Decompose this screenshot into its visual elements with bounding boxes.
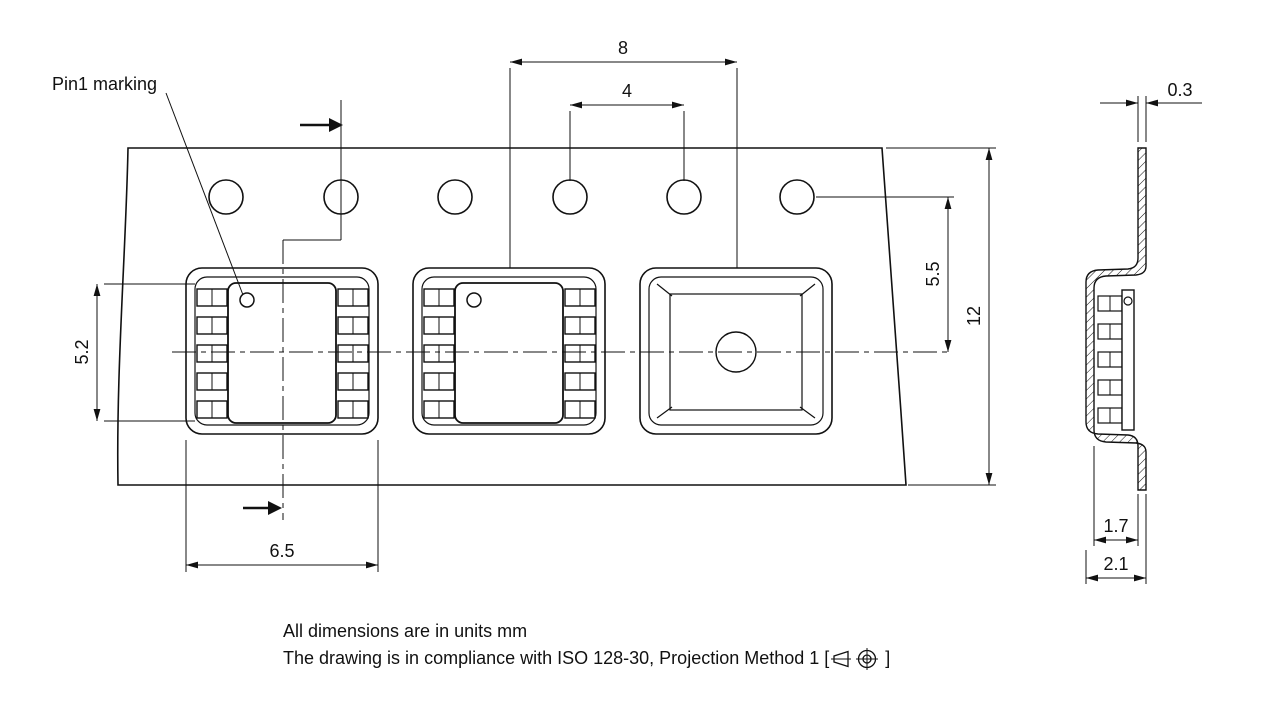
compliance-note-text: The drawing is in compliance with ISO 12…	[283, 648, 830, 668]
dim-component-length: 5.2	[72, 283, 195, 422]
tape-side-section-view: 0.3 1.7 2.1	[1085, 80, 1202, 584]
dim-pocket-pitch-label: 8	[618, 38, 628, 58]
dim-sprocket-pitch: 4	[569, 81, 685, 181]
sprocket-hole	[552, 179, 588, 215]
pocket-2	[412, 267, 606, 435]
dim-pocket-width: 6.5	[185, 440, 379, 572]
component-body	[227, 282, 337, 424]
dim-tape-thickness: 0.3	[1100, 80, 1202, 142]
pin1-label: Pin1 marking	[52, 74, 157, 94]
dim-hole-to-center-label: 5.5	[923, 261, 943, 286]
compliance-note: The drawing is in compliance with ISO 12…	[283, 645, 890, 672]
dim-pocket-depth-outer-label: 2.1	[1103, 554, 1128, 574]
pin1-marking-dot-section	[1123, 296, 1133, 306]
dim-pocket-pitch: 8	[509, 38, 738, 268]
pin1-leader-line	[165, 92, 244, 296]
pocket-1	[185, 267, 379, 435]
sprocket-holes	[208, 179, 815, 215]
dim-sprocket-pitch-label: 4	[622, 81, 632, 101]
sprocket-hole	[666, 179, 702, 215]
projection-method-icon	[831, 647, 879, 670]
dim-pocket-depth-outer: 2.1	[1085, 494, 1147, 584]
component-2	[423, 282, 596, 424]
dim-pocket-depth-inner-label: 1.7	[1103, 516, 1128, 536]
section-arrow-top	[300, 118, 343, 132]
dim-component-length-label: 5.2	[72, 339, 92, 364]
section-arrow-bottom	[243, 501, 282, 515]
compliance-note-bracket: ]	[885, 648, 891, 668]
dim-tape-width-label: 12	[964, 306, 984, 326]
dim-tape-width: 12	[886, 147, 996, 486]
drawing-notes: All dimensions are in units mm The drawi…	[283, 618, 890, 672]
sprocket-hole	[208, 179, 244, 215]
dim-tape-thickness-label: 0.3	[1167, 80, 1192, 100]
pocket-3-empty	[639, 267, 833, 435]
pin1-marking-dot	[466, 292, 482, 308]
units-note: All dimensions are in units mm	[283, 621, 528, 641]
component-1	[196, 282, 369, 424]
tape-top-view: Pin1 marking 8 4 5.5 12	[52, 38, 996, 572]
sprocket-hole	[779, 179, 815, 215]
pin1-marking-dot	[239, 292, 255, 308]
tape-section-profile	[1085, 147, 1147, 491]
dim-pocket-width-label: 6.5	[269, 541, 294, 561]
sprocket-hole	[437, 179, 473, 215]
dim-hole-to-center: 5.5	[816, 196, 954, 352]
component-section	[1097, 289, 1135, 431]
pocket-bevel-lines	[656, 283, 816, 419]
dim-pocket-depth-inner: 1.7	[1093, 446, 1139, 546]
component-body	[454, 282, 564, 424]
component-body-section	[1121, 289, 1135, 431]
section-cut-line	[282, 100, 342, 520]
